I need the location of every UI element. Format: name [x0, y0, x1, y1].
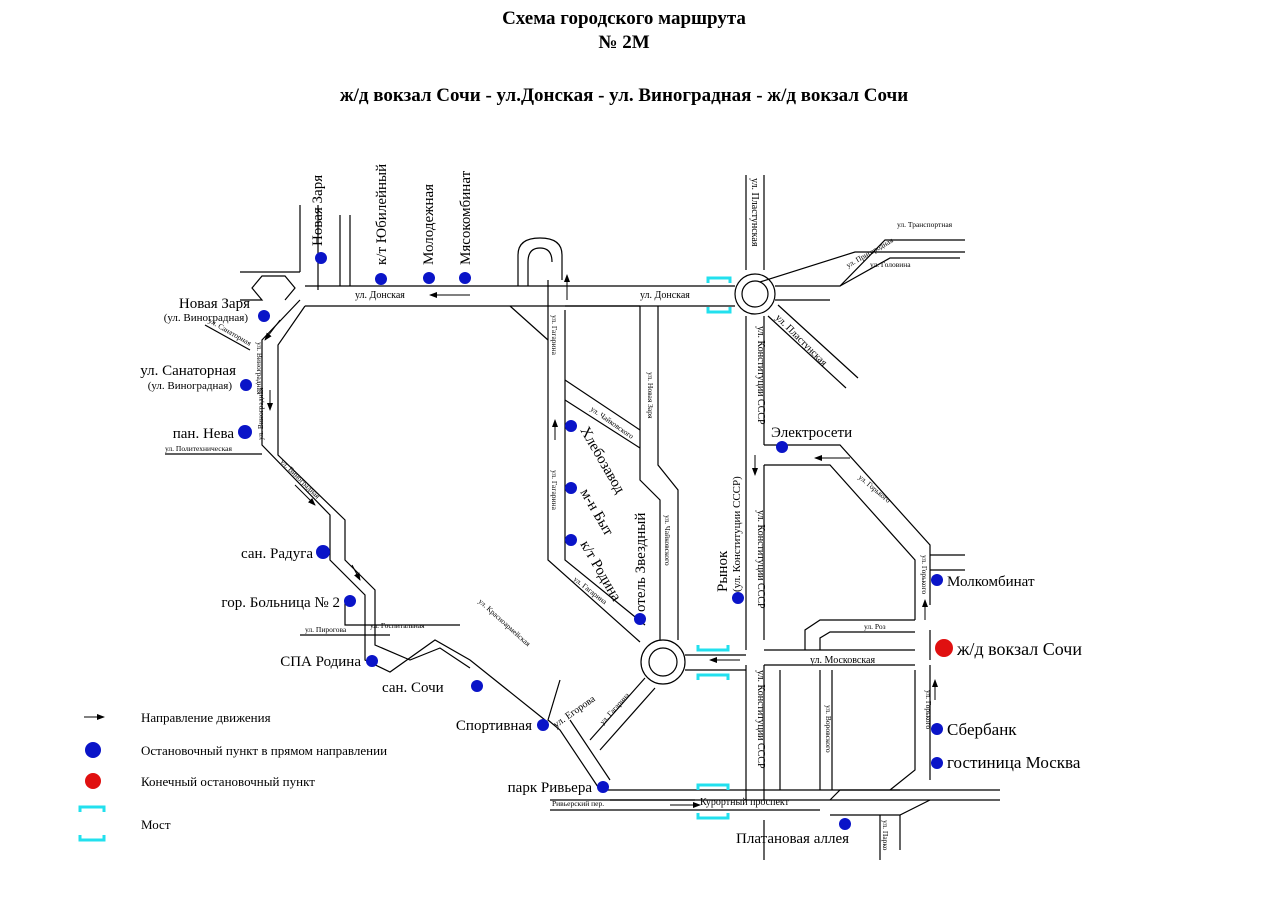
bridges: [696, 276, 732, 820]
stop-marker[interactable]: [634, 613, 646, 625]
direction-arrows: [264, 274, 938, 808]
stop-marker[interactable]: [238, 425, 252, 439]
stop-marker[interactable]: [565, 482, 577, 494]
bridge-icon: [696, 813, 730, 820]
stop-marker[interactable]: [423, 272, 435, 284]
street-label: ул. Конституции СССР: [755, 510, 766, 609]
stop-marker[interactable]: [471, 680, 483, 692]
stop-marker[interactable]: [565, 534, 577, 546]
stop-marker[interactable]: [316, 545, 330, 559]
stop-label: Спортивная: [456, 718, 532, 734]
street-label: ул. Виноградная: [255, 342, 264, 395]
route-number: № 2М: [598, 32, 649, 53]
street-label: Курортный проспект: [700, 797, 790, 808]
street-label: ул. Донская: [640, 290, 690, 301]
legend-terminal-label: Конечный остановочный пункт: [141, 774, 315, 789]
stop-marker[interactable]: [344, 595, 356, 607]
bridge-icon: [696, 673, 730, 680]
legend-stop-label: Остановочный пункт в прямом направлении: [141, 743, 387, 758]
street-label: ул. Головина: [870, 260, 911, 269]
street-label: ул. Виноградная: [279, 457, 323, 501]
street-label: ул. Пирогова: [305, 625, 347, 634]
bridge-icon: [78, 805, 106, 842]
stop-label: м-н Быт: [577, 486, 617, 539]
street-label: ул. Донская: [355, 290, 405, 301]
stop-marker[interactable]: [375, 273, 387, 285]
stop-label: Молкомбинат: [947, 574, 1035, 590]
street-label: ул. Пластунская: [773, 312, 829, 368]
stop-marker[interactable]: [315, 252, 327, 264]
stop-label: сан. Сочи: [382, 680, 444, 696]
stop-marker[interactable]: [565, 420, 577, 432]
street-label: ул. Гагарина: [550, 470, 559, 511]
stop-marker[interactable]: [459, 272, 471, 284]
stop-label: Мясокомбинат: [458, 170, 474, 265]
stop-label: Новая Заря: [310, 175, 326, 246]
stop-sublabel: (ул. Виноградная): [164, 312, 249, 324]
stop-label: Сбербанк: [947, 720, 1017, 739]
street-label: ул. Гагарина: [550, 315, 559, 356]
street-label: ул. Транспортная: [897, 220, 953, 229]
stop-marker[interactable]: [931, 757, 943, 769]
stop-label: Платановая аллея: [736, 831, 849, 847]
street-label: ул. Московская: [810, 655, 875, 666]
street-label: ул. Роз: [864, 622, 886, 631]
street-label: ул. Конституции СССР: [755, 326, 766, 425]
street-label: ул. Воровского: [824, 705, 833, 753]
stop-sublabel: (ул. Виноградная): [148, 380, 233, 392]
street-label: Ривьерский пер.: [552, 799, 604, 808]
route-description: ж/д вокзал Сочи - ул.Донская - ул. Виног…: [340, 85, 908, 106]
stop-label: к/т Юбилейный: [374, 164, 390, 265]
street-label: ул. Госпитальная: [370, 621, 425, 630]
street-label: ул. Чайковского: [663, 515, 672, 566]
street-label: ул. Красноармейская: [477, 597, 533, 649]
stop-label: Электросети: [771, 425, 852, 441]
stop-sublabel: (ул. Конституции СССР): [731, 476, 743, 592]
stop-marker[interactable]: [931, 723, 943, 735]
stop-marker[interactable]: [240, 379, 252, 391]
stop-marker[interactable]: [258, 310, 270, 322]
bridge-icon: [696, 783, 730, 790]
stop-label: отель Звездный: [633, 513, 649, 612]
stop-label: гор. Больница № 2: [221, 595, 340, 611]
terminal-icon: [85, 773, 101, 789]
street-label: ул. Егорова: [551, 693, 598, 730]
stop-label: гостиница Москва: [947, 753, 1081, 772]
stop-label: Молодежная: [421, 184, 437, 265]
street-label: ул. Парко: [881, 820, 890, 851]
stop-label: Новая Заря: [179, 296, 250, 312]
street-label: ул. Горького: [920, 555, 929, 594]
street-label: ул. Политехническая: [165, 444, 232, 453]
stop-label: Рынок: [715, 550, 731, 592]
bridge-icon: [696, 645, 730, 652]
street-label: ул. Пластунская: [749, 178, 760, 247]
legend-direction-label: Направление движения: [141, 710, 271, 725]
street-label: ул. Новая Заря: [646, 372, 655, 419]
street-label: ул. Горького: [924, 690, 933, 729]
bridge-icon: [706, 307, 732, 314]
bridge-icon: [706, 276, 732, 283]
stop-marker[interactable]: [732, 592, 744, 604]
terminal-label: ж/д вокзал Сочи: [956, 639, 1082, 659]
stop-label: пан. Нева: [173, 426, 235, 442]
stop-marker[interactable]: [931, 574, 943, 586]
map-title: Схема городского маршрута: [502, 8, 746, 29]
legend-bridge-label: Мост: [141, 817, 171, 832]
stop-label: сан. Радуга: [241, 546, 313, 562]
stop-marker[interactable]: [537, 719, 549, 731]
stop-marker[interactable]: [839, 818, 851, 830]
stop-icon: [85, 742, 101, 758]
legend: Направление движения Остановочный пункт …: [78, 710, 387, 842]
stop-marker[interactable]: [776, 441, 788, 453]
stop-label: СПА Родина: [280, 654, 361, 670]
street-label: ул. Конституции СССР: [755, 670, 766, 769]
stop-marker[interactable]: [597, 781, 609, 793]
stop-marker[interactable]: [366, 655, 378, 667]
terminal-marker[interactable]: [935, 639, 953, 657]
stop-label: ул. Санаторная: [140, 363, 236, 379]
stop-label: парк Ривьера: [508, 780, 593, 796]
street-label: ул. Виноградная: [256, 387, 265, 440]
